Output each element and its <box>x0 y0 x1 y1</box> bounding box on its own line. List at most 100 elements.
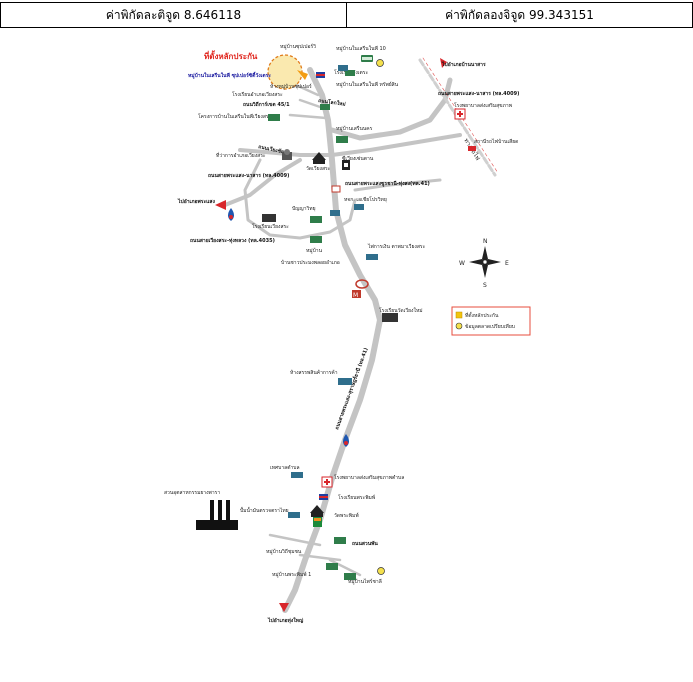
place-label: โรงพยาบาลส่งเสริมสุขภาพ <box>454 102 512 109</box>
road-label-41: ถนนสายพระแสงซูรชานี-ทุ่งสง(ทล.41) <box>345 180 430 188</box>
place-label: วัดเวียงสระ <box>306 165 331 172</box>
place-label: โรงเรียนเวียงสระ <box>252 223 289 230</box>
place-label: โรงเรียนอำเภอเวียงสระ <box>232 91 283 98</box>
place-label: ห้างหมู่บ้านซุปเปอร์ <box>270 83 312 90</box>
fuel-station-icon <box>228 208 234 221</box>
road-label-4035: ถนนสายเวียงสระ-ทุ่งหลวง (ทล.4035) <box>190 237 275 244</box>
temple-icon <box>312 152 326 164</box>
house-cluster-icon <box>310 236 322 243</box>
place-label: ห้างสรรพสินค้าการค้า <box>290 369 338 376</box>
arrow-to-nasarn <box>440 58 447 68</box>
legend-subject-swatch <box>455 311 463 319</box>
shop-icon <box>288 512 300 518</box>
house-cluster-icon <box>320 104 330 110</box>
shop-icon <box>338 65 348 71</box>
shop-icon <box>366 254 378 260</box>
place-label: หมู่บ้านในเสรีนในพี ทรัพย์สิน <box>336 81 399 88</box>
place-label: โรงเรียนพระพิมพ์ <box>338 494 375 501</box>
compass-e: E <box>505 260 509 267</box>
house-cluster-icon <box>268 114 280 121</box>
soi-north <box>288 83 328 120</box>
place-label: หมู่บ้านพระพิมพ์ 1 <box>272 571 311 578</box>
house-cluster-icon <box>334 537 346 544</box>
place-label: ปัญญาวิทยุ <box>292 205 316 212</box>
house-cluster-icon <box>326 563 338 570</box>
place-label: ที่ว่าการอำเภอเวียงสระ <box>216 152 266 159</box>
arrow-label-nasarn: ไปอำเภอบ้านนาสาร <box>441 61 486 68</box>
highway-41 <box>282 67 383 613</box>
arrow-label-phrasaeng: ไปอำเภอพระแสง <box>177 198 215 205</box>
place-label: หมู่บ้านวิถีชุมชน <box>266 548 302 555</box>
latitude-cell: ค่าพิกัดละติจูด 8.646118 <box>0 2 347 28</box>
place-label: หมู่บ้านไพร์ชาลี <box>348 578 382 585</box>
compass-n: N <box>483 238 488 245</box>
subject-marker <box>267 54 308 90</box>
place-label: หจก. เอเชียโปรวิทยุ <box>344 196 387 203</box>
place-label: สถานีรถไฟบ้านเสียด <box>474 138 518 145</box>
legend-comparable-swatch <box>455 322 463 330</box>
bank-icon <box>342 160 350 170</box>
longitude-cell: ค่าพิกัดลองจิจูด 99.343151 <box>346 2 693 28</box>
road-label-4009-right: ถนนสายพระแสง-นาสาร (ทล.4009) <box>438 91 519 97</box>
svg-text:M: M <box>353 292 358 299</box>
place-label: โรงพยาบาลส่งเสริมสุขภาพตำบล <box>334 474 404 481</box>
arrow-label-thungsong: ไปอำเภอทุ่งใหญ่ <box>267 617 304 624</box>
place-label: ไพ่การเงิน ตาพมาเวียงสระ <box>367 243 426 250</box>
house-cluster-icon <box>344 573 356 580</box>
government-icon <box>282 149 292 160</box>
shop-icon <box>330 210 340 216</box>
coordinate-table: ค่าพิกัดละติจูด 8.646118 ค่าพิกัดลองจิจู… <box>0 2 693 28</box>
hospital-icon <box>321 476 333 488</box>
place-label: ปั้มน้ำมันตรวจตราไทย <box>240 505 289 514</box>
subject-project: หมู่บ้านในเสรีนในพี ซุปเปอร์ซิตี้วังเตระ <box>188 70 271 80</box>
road-4009-west <box>223 158 302 207</box>
map-icons: M <box>196 55 476 580</box>
warehouse-icon <box>262 214 276 222</box>
legend-subject-label: ที่ตั้งหลักประกัน <box>465 310 499 319</box>
temple-icon <box>310 505 324 517</box>
place-label: หมู่บ้านเสรีนนคร <box>336 125 373 132</box>
comparable-marker-icon <box>376 59 384 67</box>
place-label: โรงเรียนวัดเวียงใหม่ <box>379 307 423 314</box>
subject-title: ที่ตั้งหลักประกัน <box>204 50 258 61</box>
road-4035 <box>243 158 357 240</box>
post-office-icon <box>331 185 341 193</box>
railway-station-icon <box>468 146 476 151</box>
house-cluster-icon <box>345 70 355 76</box>
house-cluster-icon <box>310 216 322 223</box>
place-label: ซีเวียงเซ่นตาน <box>342 155 374 162</box>
fuel-station-icon <box>343 434 349 447</box>
toyota-icon <box>355 279 369 289</box>
soi-south <box>268 533 362 577</box>
place-label: สวนอุตสาหกรรมยางพารา <box>164 490 220 496</box>
shop-icon <box>338 378 352 385</box>
arrow-to-thungsong <box>279 603 289 612</box>
place-label: หมู่บ้าน <box>306 247 323 254</box>
comparable-marker-icon <box>377 567 385 575</box>
road-label-soi-a: ถนนวิถีการ์เขต 45/1 <box>243 101 290 108</box>
place-label: หมู่บ้านในเสรีนในพี 10 <box>336 45 386 52</box>
seven-eleven-icon <box>313 517 322 527</box>
place-label: เทศบาลตำบล <box>270 465 300 471</box>
school-flag-icon <box>319 494 328 500</box>
school-flag-icon <box>316 72 325 78</box>
arrow-to-phrasaeng <box>215 200 226 210</box>
dealer-icon: M <box>352 290 361 299</box>
place-label: บ้านชาวประมงพลอยอำเภอ <box>281 259 340 266</box>
legend-comparable-label: ข้อมูลตลาดเปรียบเทียบ <box>465 323 515 330</box>
shop-icon <box>354 204 364 210</box>
direction-arrows <box>215 58 447 612</box>
house-cluster-icon <box>361 55 373 62</box>
map-legend: ที่ตั้งหลักประกัน ข้อมูลตลาดเปรียบเทียบ <box>451 306 531 336</box>
house-cluster-icon <box>336 136 348 143</box>
compass-w: W <box>459 260 465 267</box>
place-labels: หมู่บ้านซุปเปอร์วิ หมู่บ้านในเสรีนในพี 1… <box>164 43 518 585</box>
place-label: วัดพระพิมพ์ <box>334 512 359 519</box>
warehouse-icon <box>382 313 398 322</box>
place-label: หมู่บ้านซุปเปอร์วิ <box>280 43 316 50</box>
road-label-soi-d: ถนนสวนพัน <box>352 540 378 547</box>
place-label: โครงการบ้านในเสรีนในพีเวียงสระ2 <box>198 113 274 120</box>
compass-s: S <box>483 282 487 289</box>
shop-icon <box>291 472 303 478</box>
